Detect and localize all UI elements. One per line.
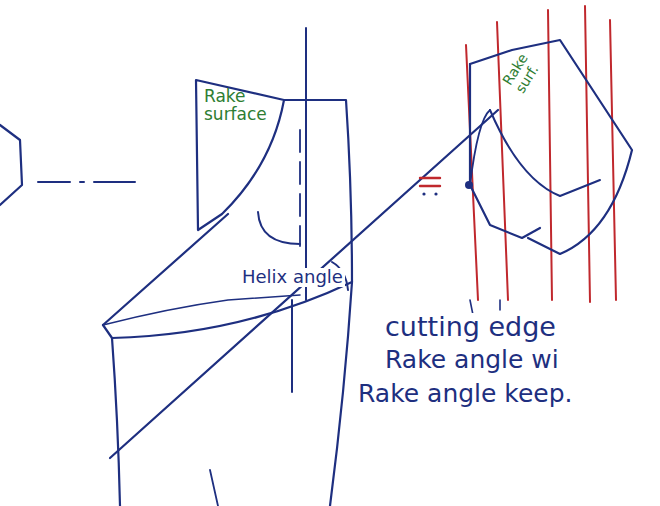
rake-surface-label: Rake surf. xyxy=(500,46,546,95)
note-text: Rake angle wi xyxy=(383,347,561,373)
note-text: Rake angle keep. xyxy=(356,381,575,407)
note-text: cutting edge xyxy=(383,313,558,341)
helix-angle-label: Helix angle xyxy=(240,268,345,287)
rake-surface-label: Rake surface xyxy=(204,88,274,124)
